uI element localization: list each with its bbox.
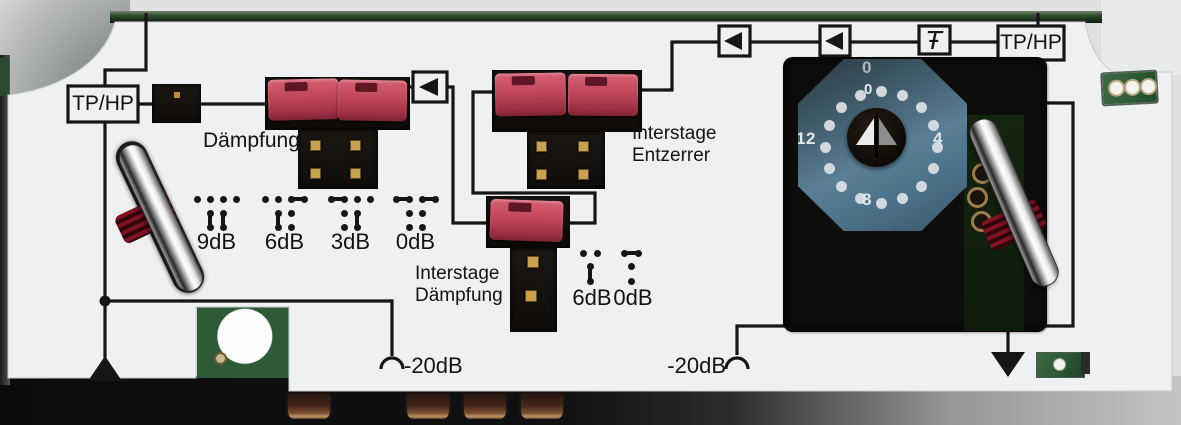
component-window bbox=[152, 84, 201, 123]
pcb-edge-left bbox=[0, 58, 9, 96]
edge-pad bbox=[1139, 77, 1158, 96]
jumper-entzerrer-1[interactable] bbox=[494, 72, 567, 117]
solder-pad bbox=[214, 352, 227, 365]
jumper-interstage[interactable] bbox=[489, 198, 564, 243]
rotary-position-dot bbox=[897, 89, 909, 101]
interstage-title-line2: Dämpfung bbox=[415, 285, 503, 306]
attenuation-pin-block bbox=[298, 130, 378, 189]
wire-entzerrer-up bbox=[641, 40, 719, 92]
edge-contact bbox=[462, 393, 508, 419]
pin bbox=[578, 169, 589, 180]
equalizer-box bbox=[917, 24, 952, 56]
filter-box-left bbox=[66, 84, 140, 124]
pin bbox=[310, 168, 321, 179]
pin bbox=[525, 290, 537, 302]
pcb-edge-top bbox=[110, 11, 1102, 23]
jumper-entzerrer-2[interactable] bbox=[567, 73, 639, 117]
background-topright bbox=[1101, 0, 1181, 75]
wire-testpoint-left bbox=[105, 299, 394, 356]
rotary-position-dot bbox=[927, 120, 939, 132]
pcb-edge-bottomright bbox=[1036, 352, 1085, 378]
rotary-switch-body: 0 0 4 8 12 bbox=[798, 59, 967, 231]
rotary-position-dot bbox=[927, 162, 939, 174]
rotary-scale-0: 0 bbox=[864, 81, 873, 98]
wire-entzerrer-loop bbox=[471, 90, 597, 225]
testpoint-arc-icon bbox=[724, 356, 750, 370]
pin bbox=[310, 140, 321, 151]
input-arrow-icon bbox=[88, 356, 122, 381]
ground-arrow-icon bbox=[991, 352, 1025, 377]
amplifier-icon bbox=[825, 32, 843, 50]
rotary-position-dot bbox=[820, 141, 831, 153]
rotary-switch-cutout: 0 0 4 8 12 bbox=[783, 57, 1064, 332]
rotary-position-dot bbox=[876, 85, 887, 97]
rotary-position-dot bbox=[836, 101, 848, 113]
mount-hole bbox=[1053, 358, 1066, 371]
edge-contact bbox=[405, 393, 451, 419]
rotary-position-dot bbox=[897, 193, 909, 205]
wire-input bbox=[103, 13, 148, 87]
rotary-switch-knob[interactable] bbox=[847, 108, 906, 167]
rotary-position-dot bbox=[915, 101, 927, 113]
jumper-attenuation-1[interactable] bbox=[267, 78, 340, 121]
jumper-attenuation-2[interactable] bbox=[337, 79, 408, 122]
testpoint-arc-icon bbox=[379, 356, 405, 370]
rotary-scale-8: 8 bbox=[862, 190, 872, 209]
pin bbox=[536, 169, 547, 180]
rotary-indicator-icon bbox=[856, 116, 897, 158]
entzerrer-pin-block bbox=[527, 132, 605, 189]
wire-junction-dot bbox=[99, 295, 111, 307]
rotary-position-dot bbox=[836, 181, 848, 193]
attenuation-title: Dämpfung bbox=[203, 129, 300, 152]
pin bbox=[536, 141, 547, 152]
smd-part bbox=[174, 92, 180, 98]
entzerrer-title-line1: Interstage bbox=[632, 123, 717, 144]
rotary-position-dot bbox=[854, 193, 866, 205]
edge-contact bbox=[519, 393, 565, 419]
rotary-position-dot bbox=[915, 181, 927, 193]
pcb-hole-cutout bbox=[197, 306, 289, 378]
interstage-pin-block bbox=[510, 248, 557, 332]
rotary-scale-12: 12 bbox=[796, 129, 816, 148]
pin bbox=[350, 140, 361, 151]
pin bbox=[527, 256, 539, 268]
edge-pad bbox=[1107, 79, 1126, 98]
rotary-scale-0-outer: 0 bbox=[862, 58, 872, 77]
pin bbox=[578, 141, 589, 152]
pcb-edge-topright bbox=[1100, 69, 1159, 107]
wire-amp-interstage bbox=[447, 85, 488, 225]
via-hole bbox=[967, 187, 988, 208]
filter-label-right: TP/HP bbox=[1000, 31, 1062, 54]
rotary-position-dot bbox=[932, 141, 943, 153]
panel-notch bbox=[1081, 352, 1090, 374]
rotary-position-dot bbox=[854, 89, 866, 101]
pin bbox=[350, 168, 361, 179]
testpoint-label-right: -20dB bbox=[667, 353, 726, 378]
testpoint-label-left: -20dB bbox=[404, 353, 463, 378]
amplifier-icon bbox=[419, 78, 438, 96]
amplifier-icon bbox=[724, 32, 742, 50]
background-shadow-left bbox=[0, 55, 10, 385]
edge-pad bbox=[1123, 78, 1142, 97]
rotary-position-dot bbox=[824, 162, 836, 174]
entzerrer-title-line2: Entzerrer bbox=[632, 145, 711, 166]
filter-label-left: TP/HP bbox=[72, 92, 134, 115]
rotary-position-dot bbox=[824, 120, 836, 132]
rotary-scale-4: 4 bbox=[933, 129, 943, 148]
equalizer-icon: Ŧ bbox=[926, 26, 944, 55]
edge-contact bbox=[286, 393, 332, 419]
interstage-title-line1: Interstage bbox=[415, 263, 500, 284]
rotary-position-dot bbox=[876, 197, 887, 209]
